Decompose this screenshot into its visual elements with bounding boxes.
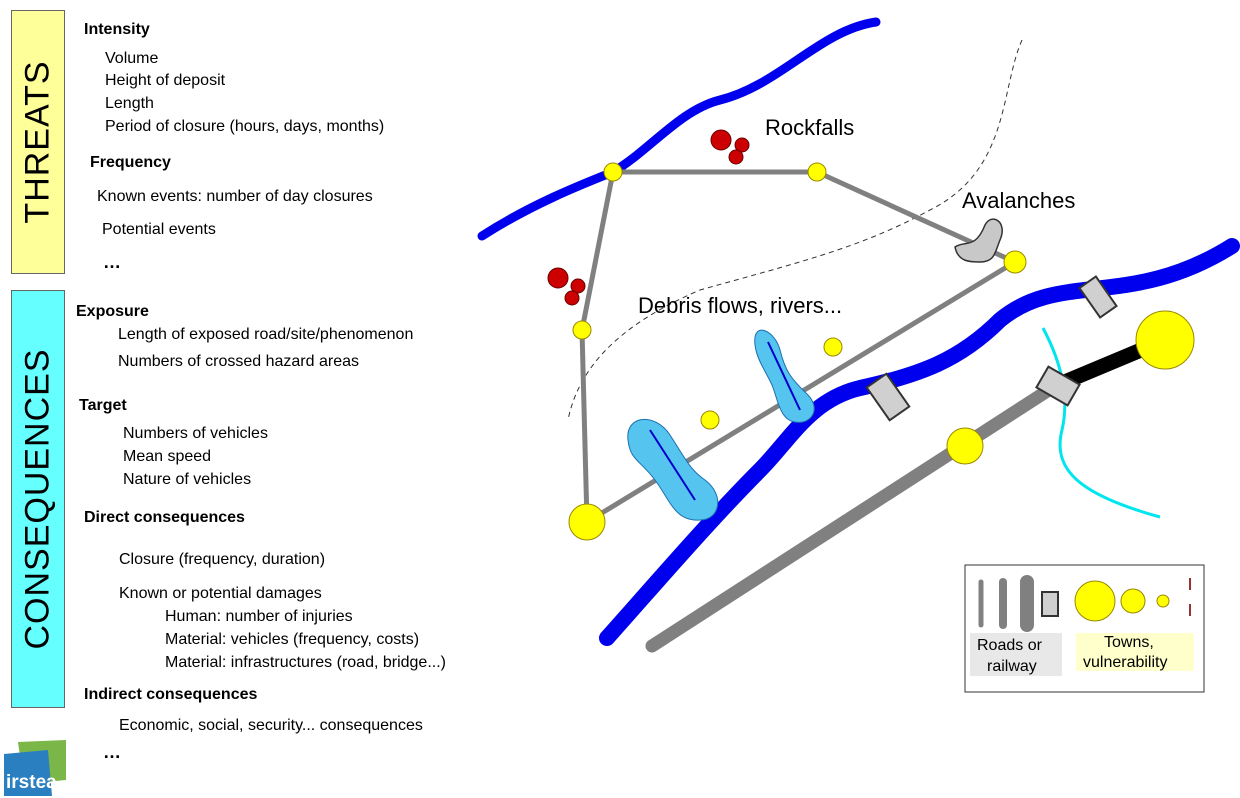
target-item: Nature of vehicles bbox=[123, 471, 252, 488]
exposure-item: Numbers of crossed hazard areas bbox=[118, 353, 359, 370]
legend: Roads or railway Towns, vulnerability bbox=[964, 564, 1205, 693]
potential-events: Potential events bbox=[102, 221, 216, 238]
target-item: Numbers of vehicles bbox=[123, 425, 268, 442]
road bbox=[579, 327, 590, 525]
debris-flow-channel bbox=[649, 429, 696, 501]
bridge-highway bbox=[1035, 365, 1081, 407]
exposure-heading: Exposure bbox=[76, 303, 149, 320]
intensity-item: Height of deposit bbox=[105, 72, 226, 89]
debris-flow-channel bbox=[767, 341, 801, 411]
legend-town-medium bbox=[1120, 588, 1146, 614]
threats-band: THREATS bbox=[11, 10, 65, 274]
rock bbox=[728, 149, 744, 165]
indirect-item: Economic, social, security... consequenc… bbox=[119, 717, 423, 734]
avalanches-label: Avalanches bbox=[962, 188, 1075, 213]
intensity-item: Length bbox=[105, 95, 154, 112]
town-small bbox=[603, 162, 623, 182]
frequency-heading: Frequency bbox=[90, 154, 171, 171]
rock bbox=[570, 278, 586, 294]
legend-roads-line1: Roads or bbox=[977, 637, 1043, 654]
target-heading: Target bbox=[79, 397, 127, 414]
bridge-right bbox=[1078, 275, 1118, 319]
damage-subitem: Material: vehicles (frequency, costs) bbox=[165, 631, 420, 648]
damage-subitem: Material: infrastructures (road, bridge.… bbox=[165, 654, 446, 671]
stream bbox=[1041, 327, 1161, 519]
rockfall-left bbox=[547, 267, 586, 306]
avalanche-zone bbox=[954, 218, 1003, 263]
threats-ellipsis: … bbox=[103, 252, 121, 272]
legend-towns-line1: Towns, bbox=[1104, 634, 1154, 651]
debris-flow-small bbox=[754, 329, 815, 423]
town-small bbox=[1003, 250, 1027, 274]
legend-towns-line2: vulnerability bbox=[1083, 654, 1167, 671]
irstea-logo-text: irstea bbox=[6, 772, 57, 793]
rock bbox=[710, 129, 732, 151]
town-medium bbox=[568, 503, 606, 541]
legend-bridge bbox=[1041, 591, 1059, 617]
target-item: Mean speed bbox=[123, 448, 212, 465]
legend-roads-bg bbox=[970, 633, 1062, 676]
debris-flow-large bbox=[627, 419, 719, 521]
upper-river bbox=[477, 17, 881, 241]
hazard-boundary-dashed-line bbox=[567, 39, 1023, 421]
rock bbox=[547, 267, 569, 289]
town-small bbox=[807, 162, 827, 182]
towns bbox=[568, 162, 1195, 541]
legend-roads-line2: railway bbox=[987, 658, 1037, 675]
bridge-middle bbox=[865, 372, 911, 422]
indirect-consequences-heading: Indirect consequences bbox=[84, 686, 258, 703]
exposure-item: Length of exposed road/site/phenomenon bbox=[118, 326, 414, 343]
town-small bbox=[700, 410, 720, 430]
legend-towns-bg bbox=[1076, 633, 1194, 671]
damages-item: Known or potential damages bbox=[119, 585, 322, 602]
intensity-item: Period of closure (hours, days, months) bbox=[105, 118, 385, 135]
highway bbox=[645, 379, 1062, 653]
closure-item: Closure (frequency, duration) bbox=[119, 551, 326, 568]
irstea-logo bbox=[4, 740, 66, 796]
debris-flow-shape bbox=[627, 419, 719, 521]
damage-subitem: Human: number of injuries bbox=[165, 608, 353, 625]
intensity-item: Volume bbox=[105, 50, 159, 67]
direct-consequences-heading: Direct consequences bbox=[84, 509, 245, 526]
legend-town-small bbox=[1156, 594, 1170, 608]
rockfall-top bbox=[710, 129, 750, 165]
town-large bbox=[1135, 310, 1195, 370]
rockfalls-label: Rockfalls bbox=[765, 115, 854, 140]
known-events: Known events: number of day closures bbox=[97, 188, 373, 205]
road bbox=[579, 169, 616, 333]
town-small bbox=[572, 320, 592, 340]
rock bbox=[734, 137, 750, 153]
consequences-band: CONSEQUENCES bbox=[11, 290, 65, 708]
town-small bbox=[823, 337, 843, 357]
intensity-heading: Intensity bbox=[84, 21, 150, 38]
consequences-ellipsis: … bbox=[103, 742, 121, 762]
legend-town-large bbox=[1074, 580, 1116, 622]
town-medium bbox=[946, 427, 984, 465]
rock bbox=[564, 290, 580, 306]
debris-flows-label: Debris flows, rivers... bbox=[638, 293, 842, 318]
